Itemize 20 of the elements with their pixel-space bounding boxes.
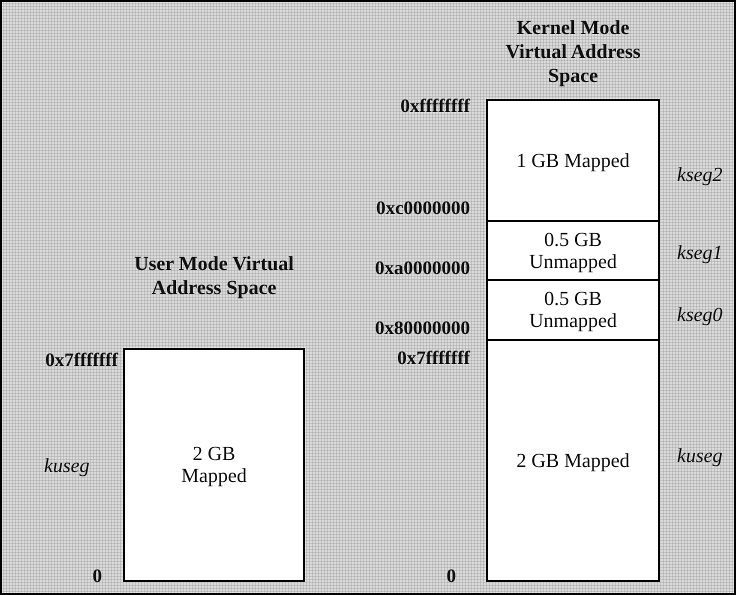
address-label: 0x80000000	[375, 318, 470, 340]
memory-region: 2 GB Mapped	[486, 339, 660, 582]
address-label: 0xffffffff	[400, 96, 470, 118]
address-label: 0xc0000000	[376, 198, 470, 220]
memory-region: 0.5 GB Unmapped	[486, 220, 660, 281]
address-label: 0x7fffffff	[397, 348, 470, 370]
segment-name: kuseg	[44, 455, 90, 478]
address-label: 0xa0000000	[375, 258, 470, 280]
memory-region: 0.5 GB Unmapped	[486, 279, 660, 341]
address-label: 0x7fffffff	[45, 350, 118, 372]
column-heading: User Mode Virtual Address Space	[133, 252, 295, 300]
segment-name: kseg2	[677, 164, 723, 187]
column-heading: Kernel Mode Virtual Address Space	[504, 16, 642, 88]
memory-region: 1 GB Mapped	[486, 99, 660, 222]
address-label: 0	[446, 566, 456, 588]
memory-region: 2 GB Mapped	[123, 348, 305, 582]
address-label: 0	[92, 566, 102, 588]
segment-name: kseg1	[677, 242, 723, 265]
segment-name: kseg0	[677, 304, 723, 327]
segment-name: kuseg	[677, 445, 723, 468]
